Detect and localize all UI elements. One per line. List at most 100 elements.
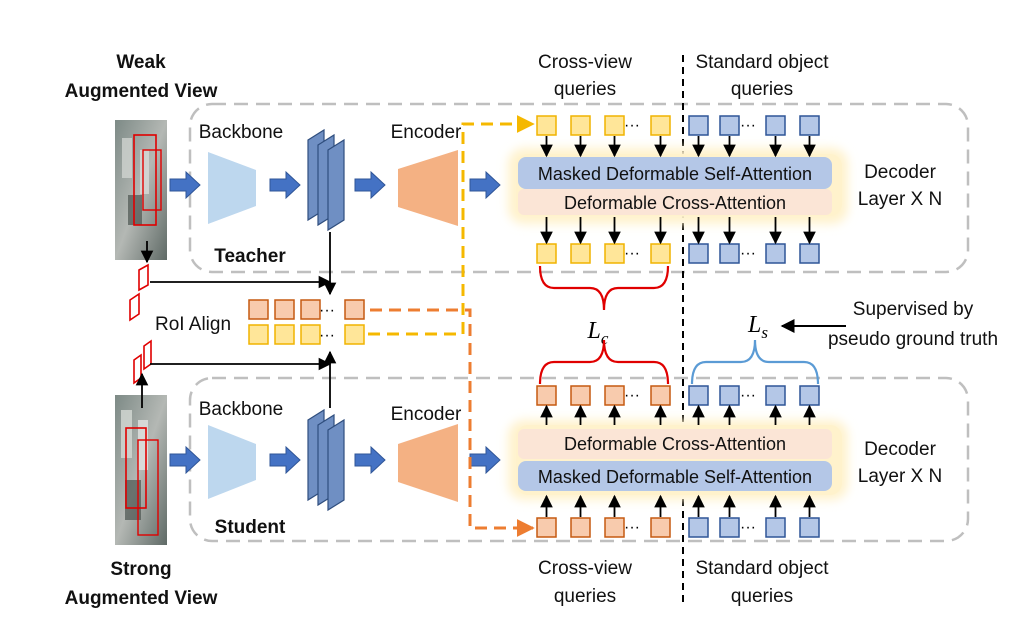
top-output-cross-view-query-0 [536, 243, 557, 264]
top-cross-view-label-line1: Cross-view [538, 52, 632, 73]
top-cross-attention-box [518, 189, 832, 215]
bottom-self-attention-text: Masked Deformable Self-Attention [538, 467, 812, 487]
roi-yellow-square-0 [248, 324, 269, 345]
teacher-input-arrow [169, 170, 201, 200]
bottom-output-cross-view-query-1 [570, 385, 591, 406]
strong-augmented-image [115, 395, 167, 545]
bottom-input-standard-query-3 [799, 517, 820, 538]
student-encoder-arrow [469, 445, 501, 475]
top-decoder-label-line2: Layer X N [858, 189, 942, 210]
bottom-standard-label-line1: Standard object [695, 558, 829, 579]
bottom-cross-attention-text: Deformable Cross-Attention [564, 434, 786, 454]
weak-view-label-line2: Augmented View [65, 81, 218, 102]
student-backbone-label: Backbone [199, 399, 284, 420]
teacher-label: Teacher [214, 246, 286, 267]
bottom-input-cross-view-query-2 [604, 517, 625, 538]
teacher-stack-arrow [354, 170, 386, 200]
student-roi-crop-2 [143, 339, 152, 371]
top-standard-label-line2: queries [731, 79, 793, 100]
student-label: Student [215, 517, 286, 538]
top-self-attention-text: Masked Deformable Self-Attention [538, 164, 812, 184]
top-output-standard-query-3 [799, 243, 820, 264]
roi-yellow-square-2 [300, 324, 321, 345]
teacher-roi-crop [138, 263, 149, 292]
supervised-label-line2: pseudo ground truth [828, 329, 998, 350]
top-output-cross-view-query-3 [650, 243, 671, 264]
top-input-cross-view-query-0 [536, 115, 557, 136]
weak-view-label-line1: Weak [116, 52, 166, 73]
top-input-cross-view-query-1 [570, 115, 591, 136]
bottom-input-standard-query-1 [719, 517, 740, 538]
bottom-self-attention-box [518, 461, 832, 491]
roi-orange-ellipsis: ··· [319, 302, 335, 319]
teacher-backbone-trapezoid [208, 152, 256, 224]
top-input-cross-view-query-ellipsis: ··· [624, 117, 640, 134]
loss-c-symbol: Lc [587, 318, 609, 348]
top-input-standard-query-3 [799, 115, 820, 136]
bottom-decoder-label-line2: Layer X N [858, 466, 942, 487]
teacher-encoder-arrow [469, 170, 501, 200]
student-encoder-label: Encoder [391, 404, 462, 425]
top-output-standard-query-2 [765, 243, 786, 264]
roi-orange-square-2 [300, 299, 321, 320]
strong-view-label-line1: Strong [110, 559, 171, 580]
bottom-output-standard-query-ellipsis: ··· [740, 387, 756, 404]
top-output-cross-view-query-2 [604, 243, 625, 264]
teacher-backbone-arrow [269, 170, 301, 200]
bottom-input-cross-view-query-3 [650, 517, 671, 538]
bottom-output-standard-query-3 [799, 385, 820, 406]
bottom-input-cross-view-query-0 [536, 517, 557, 538]
top-standard-label-line1: Standard object [695, 52, 829, 73]
top-output-cross-view-query-1 [570, 243, 591, 264]
teacher-encoder-trapezoid [398, 150, 458, 226]
top-cross-view-brace [538, 265, 670, 311]
bottom-output-cross-view-query-ellipsis: ··· [624, 387, 640, 404]
bottom-output-cross-view-query-0 [536, 385, 557, 406]
top-output-cross-view-query-ellipsis: ··· [624, 245, 640, 262]
bottom-decoder-label-line1: Decoder [864, 439, 936, 460]
roi-yellow-ellipsis: ··· [319, 327, 335, 344]
teacher-feature-stack-layer-2 [327, 138, 345, 232]
top-input-cross-view-query-2 [604, 115, 625, 136]
roi-orange-square-3 [344, 299, 365, 320]
teacher-encoder-label: Encoder [391, 122, 462, 143]
roi-yellow-square-3 [344, 324, 365, 345]
bottom-output-standard-query-0 [688, 385, 709, 406]
top-cross-attention-text: Deformable Cross-Attention [564, 193, 786, 213]
loss-s-symbol: Ls [747, 312, 768, 342]
teacher-roi-crop-2 [129, 292, 140, 322]
bottom-output-cross-view-query-2 [604, 385, 625, 406]
roi-orange-square-1 [274, 299, 295, 320]
bottom-input-cross-view-query-ellipsis: ··· [624, 519, 640, 536]
top-input-standard-query-0 [688, 115, 709, 136]
roi-align-label: RoI Align [155, 314, 231, 335]
student-roi-crop [133, 353, 142, 385]
bottom-cross-view-label-line2: queries [554, 586, 616, 607]
top-input-standard-query-2 [765, 115, 786, 136]
student-backbone-arrow [269, 445, 301, 475]
bottom-input-cross-view-query-1 [570, 517, 591, 538]
weak-augmented-image [115, 120, 167, 260]
top-output-standard-query-1 [719, 243, 740, 264]
bottom-standard-brace [690, 339, 820, 385]
bottom-cross-view-brace [538, 339, 670, 385]
top-decoder-label-line1: Decoder [864, 162, 936, 183]
bottom-input-standard-query-0 [688, 517, 709, 538]
student-encoder-trapezoid [398, 424, 458, 502]
top-self-attention-box [518, 157, 832, 189]
supervised-label-line1: Supervised by [853, 299, 974, 320]
bottom-output-cross-view-query-3 [650, 385, 671, 406]
roi-orange-square-0 [248, 299, 269, 320]
yellow-query-flow [368, 115, 535, 336]
bottom-output-standard-query-1 [719, 385, 740, 406]
bottom-cross-attention-box [518, 429, 832, 459]
bottom-standard-label-line2: queries [731, 586, 793, 607]
roi-yellow-square-1 [274, 324, 295, 345]
orange-query-flow [370, 308, 535, 537]
bottom-input-standard-query-2 [765, 517, 786, 538]
top-input-standard-query-ellipsis: ··· [740, 117, 756, 134]
top-output-standard-query-0 [688, 243, 709, 264]
student-backbone-trapezoid [208, 425, 256, 499]
